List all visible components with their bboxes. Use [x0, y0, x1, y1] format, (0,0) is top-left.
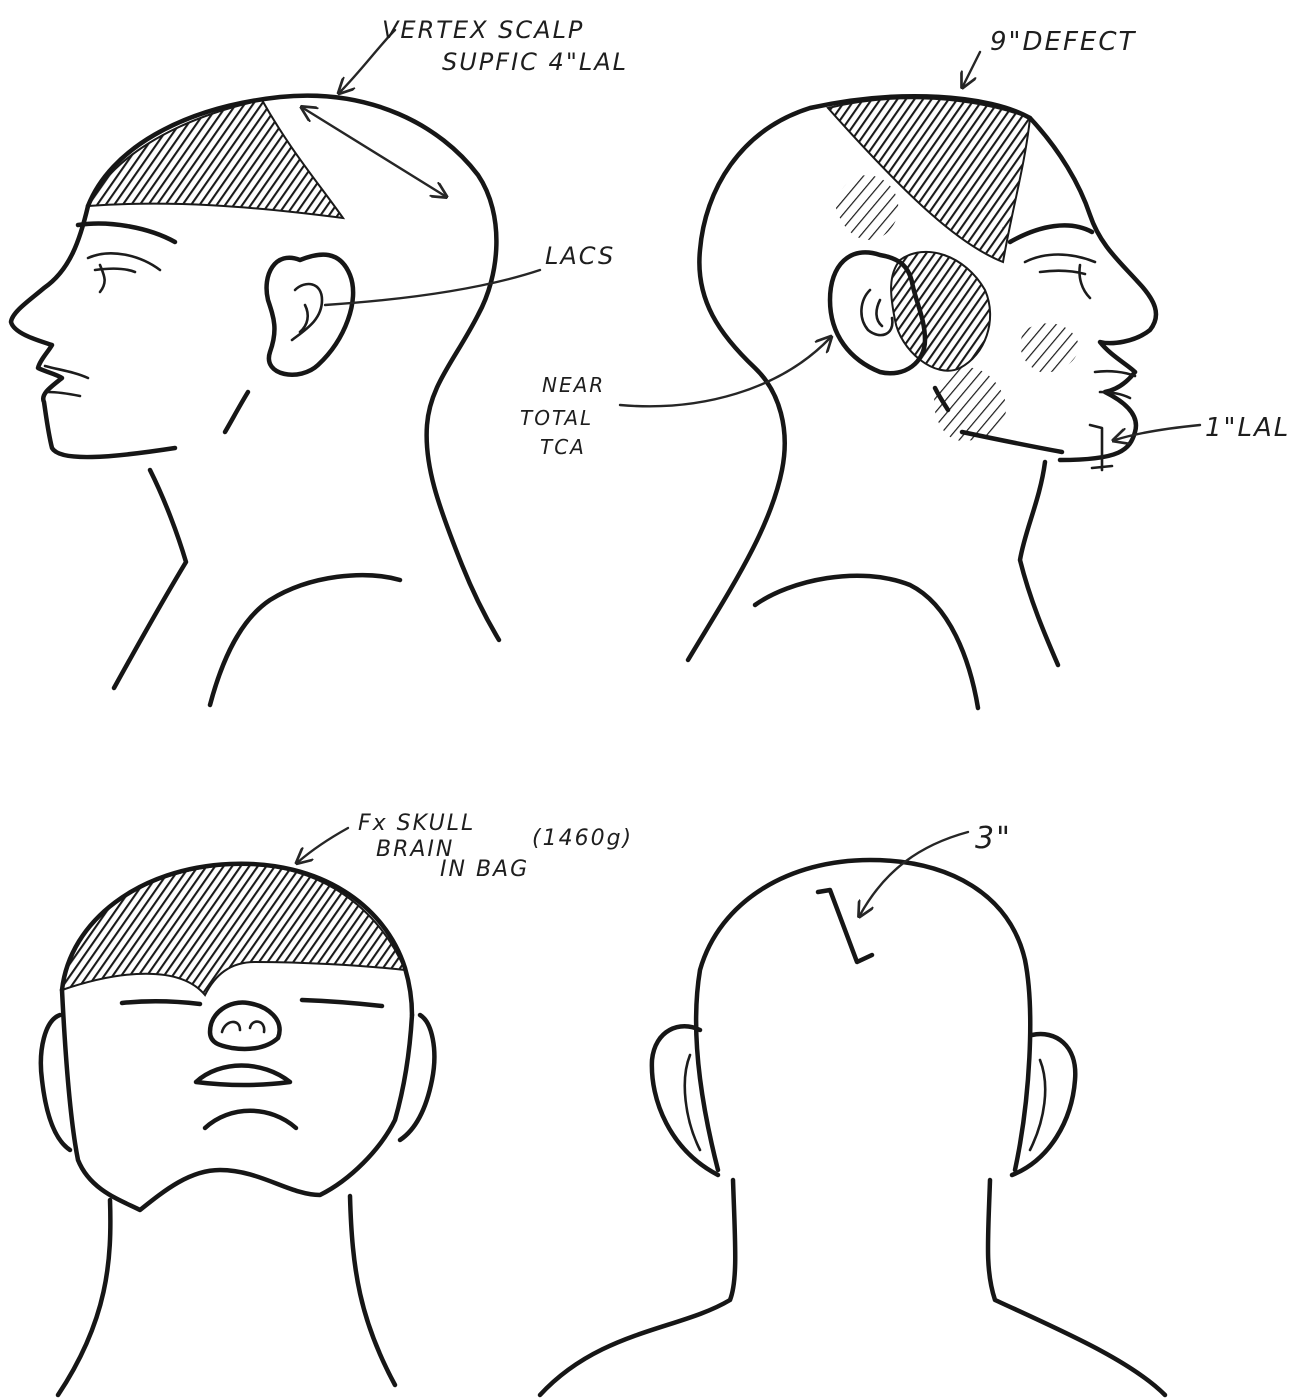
- right-profile-lips: [1095, 371, 1135, 398]
- posterior-laceration: [818, 890, 872, 962]
- posterior-right-ear-inner: [1030, 1060, 1045, 1150]
- right-profile-chin-lac: [1090, 425, 1112, 470]
- near-total-line1: NEAR: [542, 373, 605, 397]
- left-profile-figure: [11, 96, 499, 705]
- lacs-label: LACS: [545, 242, 615, 270]
- left-profile-jaw: [225, 392, 248, 432]
- chin-lac-label: 1"LAL: [1205, 413, 1290, 443]
- right-profile-cheek-abrasion: [1020, 323, 1078, 372]
- anterior-scalp-injury: [62, 865, 405, 995]
- defect-arrow: [963, 52, 980, 86]
- left-profile-ear: [267, 255, 354, 375]
- right-profile-neck: [1020, 462, 1058, 665]
- anterior-right-eye: [302, 1000, 382, 1006]
- right-profile-brow: [1010, 225, 1092, 242]
- left-profile-eye: [88, 253, 160, 292]
- annotation-group: VERTEX SCALP SUPFIC 4"LAL LACS 9"DEFECT …: [298, 16, 1290, 915]
- anterior-figure: [41, 864, 434, 1395]
- left-profile-ear-inner: [292, 284, 322, 340]
- defect-label: 9"DEFECT: [990, 27, 1136, 57]
- left-profile-neck: [114, 470, 186, 688]
- near-total-line3: TCA: [540, 435, 586, 459]
- right-profile-shoulder: [755, 576, 978, 708]
- fx-skull-arrow: [298, 828, 348, 862]
- vertex-label-line2: SUPFIC 4"LAL: [442, 48, 628, 76]
- right-profile-face: [1030, 118, 1156, 460]
- right-profile-eye: [1025, 255, 1095, 299]
- left-profile-measure-arrow: [303, 108, 445, 196]
- anterior-left-eye: [122, 1001, 200, 1004]
- left-profile-scalp-injury: [88, 100, 343, 218]
- chin-lac-arrow: [1115, 425, 1200, 440]
- fx-skull-weight: (1460g): [532, 826, 633, 851]
- left-profile-shoulder: [210, 575, 400, 705]
- left-profile-lips: [45, 366, 88, 396]
- right-profile-figure: [688, 96, 1156, 708]
- posterior-label: 3": [975, 821, 1012, 856]
- anterior-nose: [210, 1003, 280, 1049]
- fx-skull-line1: Fx SKULL: [358, 811, 475, 836]
- near-total-arrow: [620, 338, 830, 406]
- anterior-neck: [58, 1196, 395, 1395]
- right-profile-abrasion-1: [835, 175, 898, 240]
- anterior-chin: [205, 1111, 296, 1128]
- fx-skull-line3: IN BAG: [440, 857, 529, 882]
- anterior-mouth: [196, 1066, 290, 1086]
- near-total-line2: TOTAL: [520, 406, 593, 430]
- anterior-nostrils: [222, 1022, 264, 1032]
- left-profile-brow: [78, 224, 175, 242]
- posterior-neck: [540, 1180, 1165, 1395]
- left-profile-face: [11, 206, 175, 457]
- vertex-label-line1: VERTEX SCALP: [382, 16, 584, 44]
- posterior-head-outline: [696, 860, 1030, 1170]
- lacs-arrow: [325, 270, 540, 305]
- posterior-figure: [540, 860, 1165, 1395]
- right-profile-ear-inner: [861, 290, 892, 335]
